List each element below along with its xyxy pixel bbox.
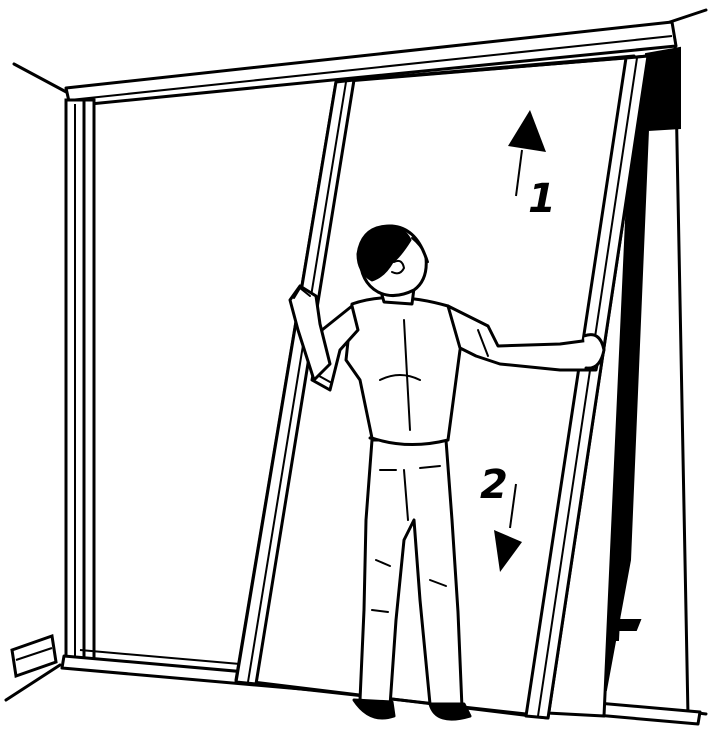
- left-frame-post: [66, 100, 94, 660]
- step-2-label: 2: [480, 462, 508, 508]
- step-1-label: 1: [528, 176, 556, 222]
- wall-vent: [12, 636, 56, 676]
